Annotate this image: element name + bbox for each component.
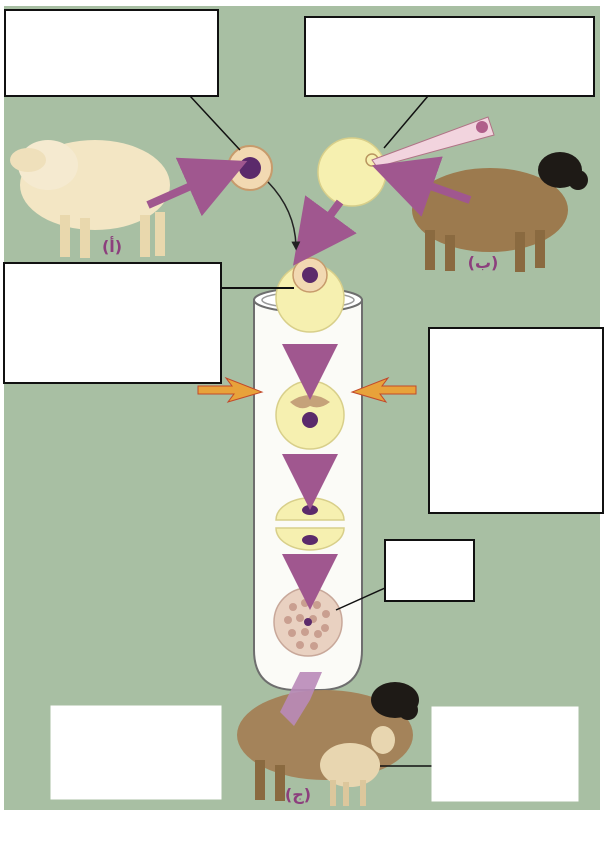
arrow-to-surrogate (280, 672, 322, 726)
spark-left-icon (197, 376, 264, 403)
box-top-left[interactable] (4, 9, 219, 97)
arrow-egg-to-tube (293, 195, 357, 266)
box-bottom-left[interactable] (50, 705, 222, 800)
box-small-right[interactable] (384, 539, 475, 602)
label-sheep-b: (ب) (468, 253, 499, 272)
arrow-sheep-a-to-cell (146, 157, 248, 217)
spark-right-icon (350, 376, 417, 403)
sheep-a (10, 140, 170, 258)
sheep-b (412, 152, 588, 272)
box-top-right[interactable] (304, 16, 595, 97)
fused-cell (275, 257, 345, 333)
leader-small-right (335, 587, 386, 611)
egg-cell (317, 137, 387, 207)
leader-top-left (189, 95, 241, 151)
box-mid-left[interactable] (3, 262, 222, 384)
label-sheep-c: (ج) (285, 785, 311, 804)
box-mid-right[interactable] (428, 327, 604, 514)
leader-top-right (383, 95, 429, 149)
blastocyst (273, 587, 343, 657)
donor-cell (227, 145, 273, 191)
label-sheep-a: (أ) (102, 236, 122, 256)
activated-cell (275, 380, 345, 450)
lamb (320, 726, 395, 806)
box-bottom-right[interactable] (431, 706, 579, 802)
arrow-cell-to-tube (267, 181, 301, 251)
arrow-sheep-b-to-egg (371, 156, 472, 217)
